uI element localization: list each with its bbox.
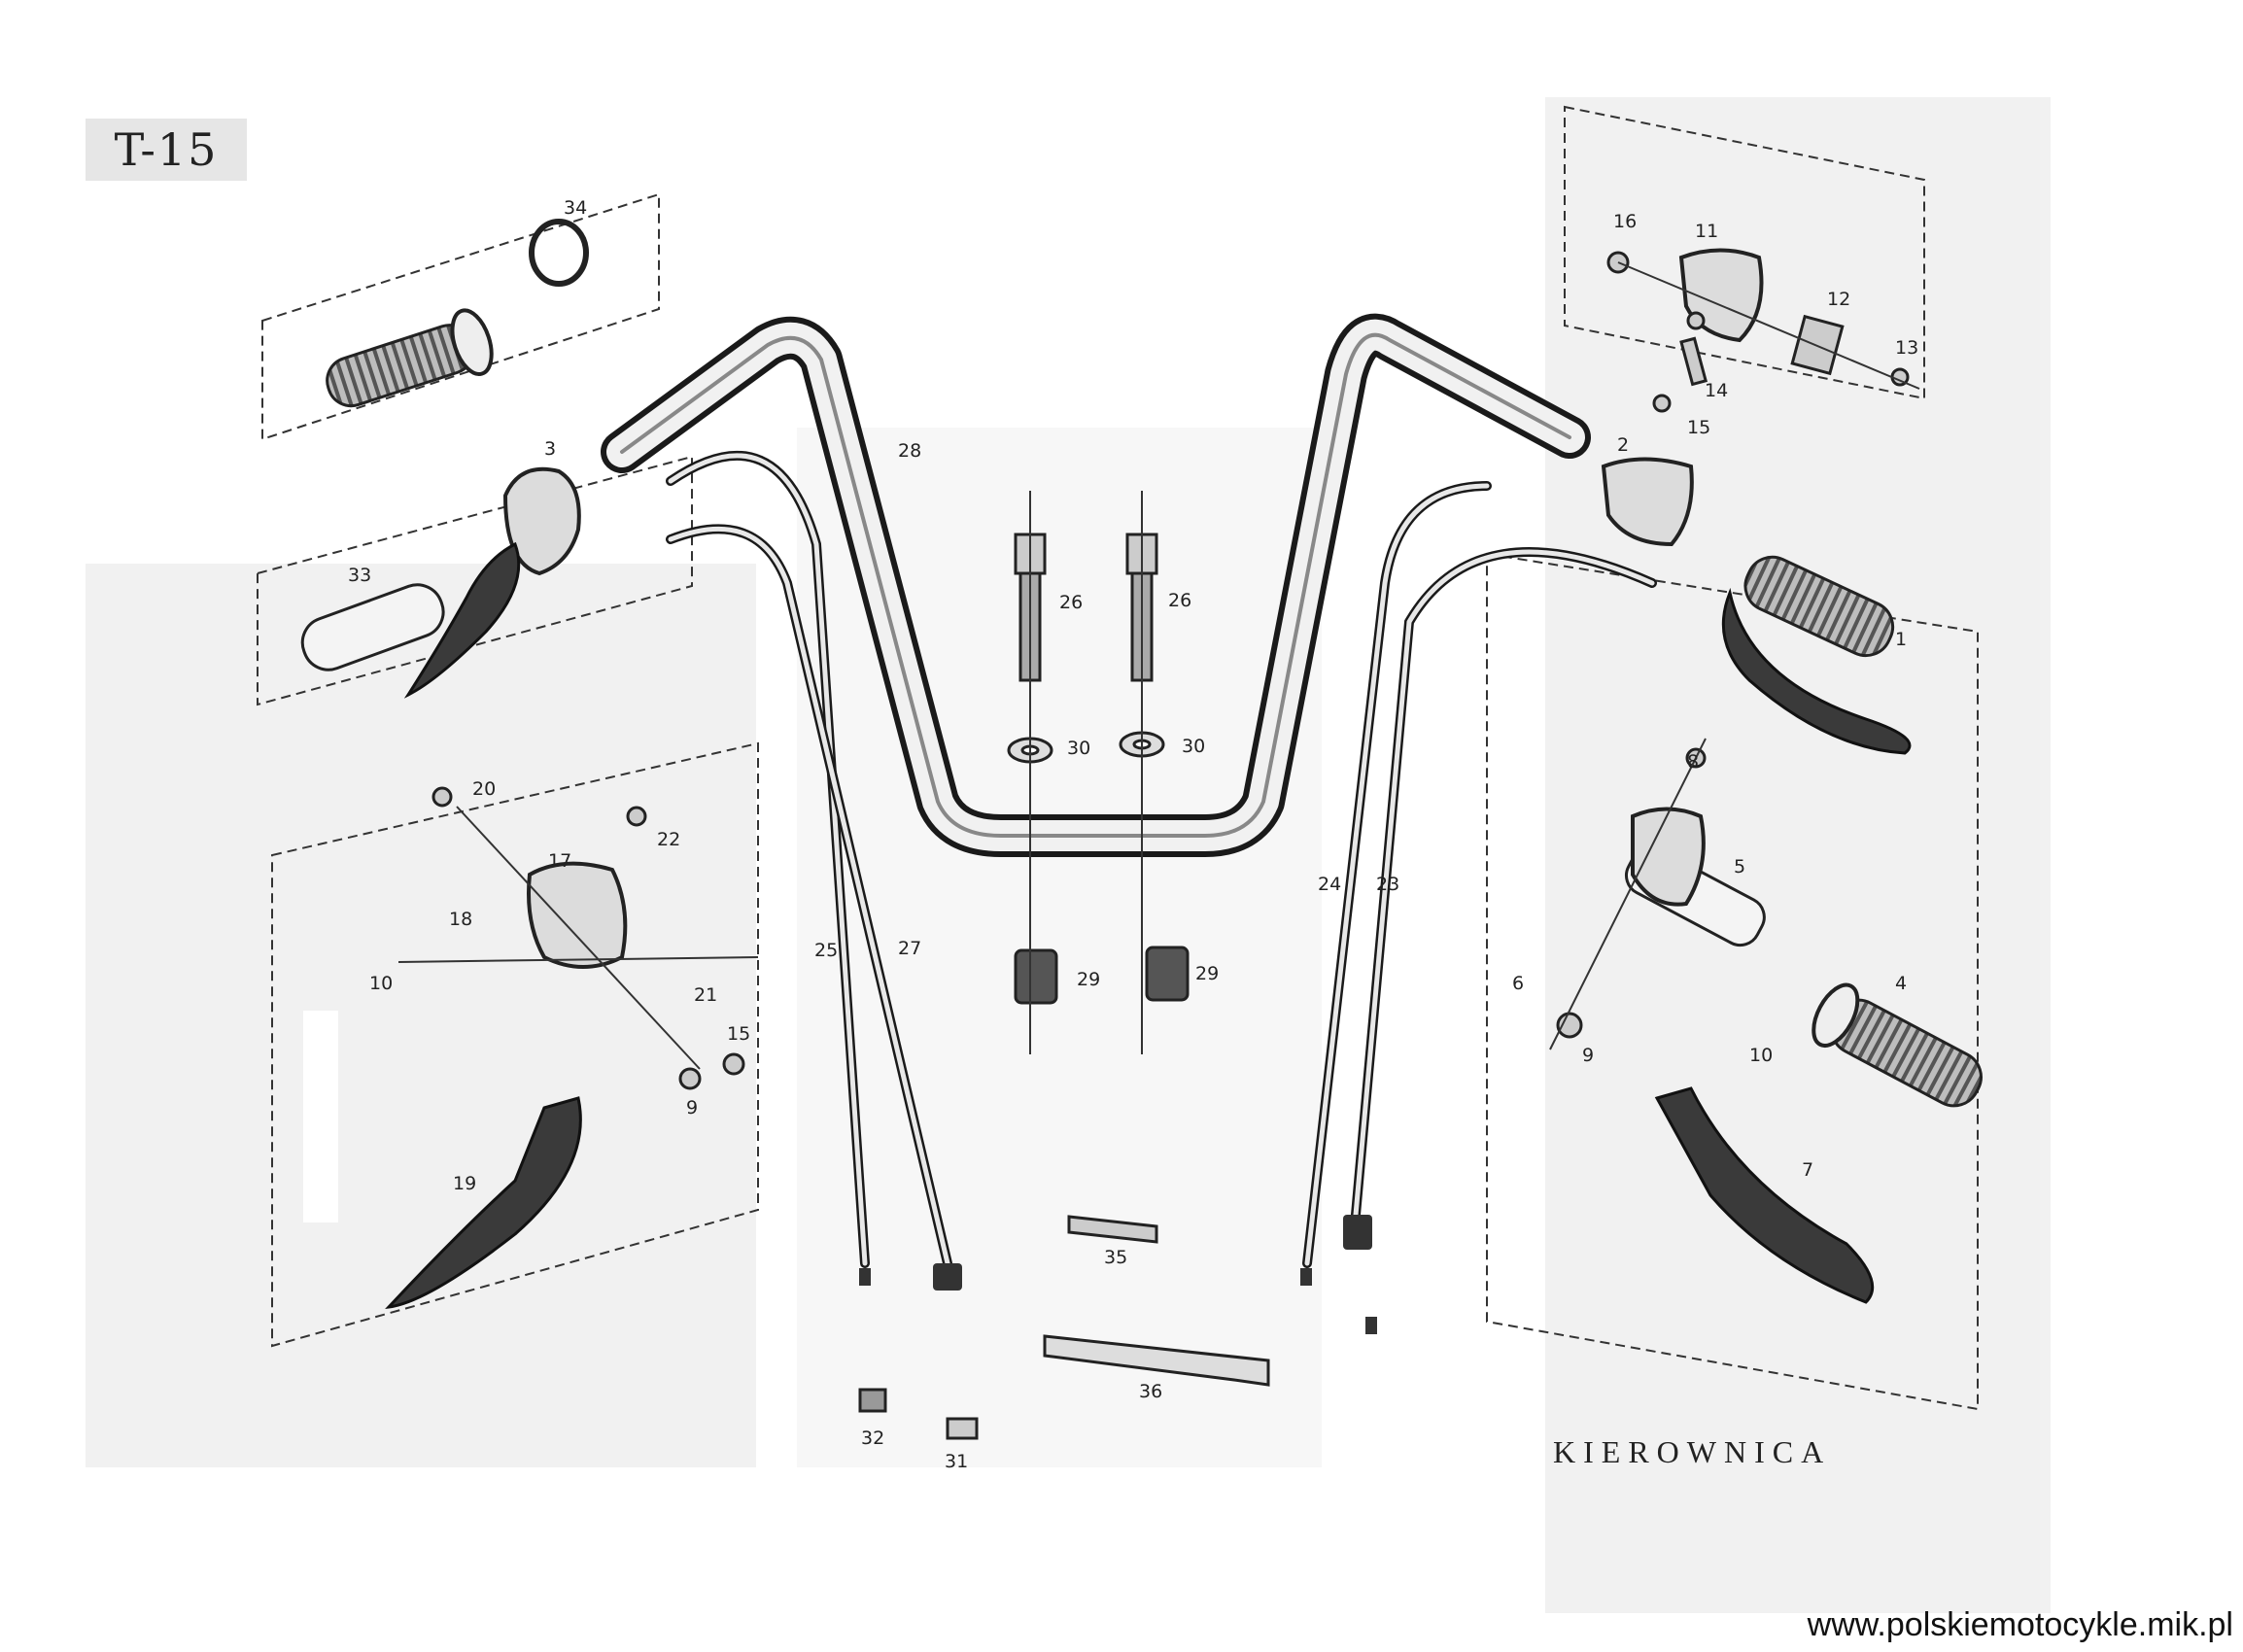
part-label-33: 33 <box>348 565 371 586</box>
part-label-18: 18 <box>449 909 472 930</box>
leader-lines <box>397 261 1920 1070</box>
cable-ends <box>859 1215 1377 1334</box>
part-label-6: 6 <box>1512 973 1524 994</box>
part-label-17: 17 <box>548 850 571 872</box>
part-label-7: 7 <box>1802 1159 1813 1181</box>
part-label-29b: 29 <box>1195 963 1219 984</box>
part-label-21: 21 <box>694 984 717 1006</box>
part-label-15a: 15 <box>727 1023 750 1045</box>
part-label-13: 13 <box>1895 337 1918 359</box>
part-label-35: 35 <box>1104 1247 1127 1268</box>
levers <box>385 541 1912 1310</box>
part-label-10b: 10 <box>1749 1045 1773 1066</box>
part-labels: 34 3 33 28 26 26 30 30 29 29 20 22 17 18… <box>348 197 1918 1472</box>
part-label-5: 5 <box>1734 856 1745 878</box>
diagram-code-box: T-15 <box>86 119 247 181</box>
part-label-32: 32 <box>861 1428 884 1449</box>
part-label-9b: 9 <box>1582 1045 1594 1066</box>
part-label-9a: 9 <box>686 1097 698 1119</box>
part-label-4: 4 <box>1895 973 1907 994</box>
diagram-caption: KIEROWNICA <box>1553 1434 1832 1469</box>
part-label-27: 27 <box>898 938 921 959</box>
part-label-30b: 30 <box>1182 736 1205 757</box>
part-label-25: 25 <box>814 940 838 961</box>
part-label-20: 20 <box>472 778 496 800</box>
scan-panel-left <box>86 564 756 1467</box>
watermark-url: www.polskiemotocykle.mik.pl <box>1807 1606 2233 1643</box>
part-label-26a: 26 <box>1059 592 1083 613</box>
part-label-11: 11 <box>1695 221 1718 242</box>
part-label-15b: 15 <box>1687 417 1710 438</box>
clamps <box>502 248 1764 969</box>
part-label-30a: 30 <box>1067 738 1090 759</box>
part-label-22: 22 <box>657 829 680 850</box>
part-label-29a: 29 <box>1077 969 1100 990</box>
blank-strip <box>303 1011 338 1222</box>
part-label-3: 3 <box>544 438 556 460</box>
part-label-34: 34 <box>564 197 587 219</box>
handlebar <box>601 313 1591 857</box>
part-label-10a: 10 <box>369 973 393 994</box>
part-label-28: 28 <box>898 440 921 462</box>
part-label-12: 12 <box>1827 289 1850 310</box>
part-label-16: 16 <box>1613 211 1637 232</box>
part-label-26b: 26 <box>1168 590 1191 611</box>
part-label-19: 19 <box>453 1173 476 1194</box>
part-label-24: 24 <box>1318 874 1341 895</box>
part-label-1: 1 <box>1895 629 1907 650</box>
part-label-14: 14 <box>1705 380 1728 401</box>
part-label-2: 2 <box>1617 434 1629 456</box>
cables <box>666 450 1657 1268</box>
diagram-code: T-15 <box>114 123 219 176</box>
part-label-36: 36 <box>1139 1381 1162 1402</box>
part-label-8: 8 <box>1687 751 1699 773</box>
part-label-31: 31 <box>945 1451 968 1472</box>
part-label-23: 23 <box>1376 874 1399 895</box>
